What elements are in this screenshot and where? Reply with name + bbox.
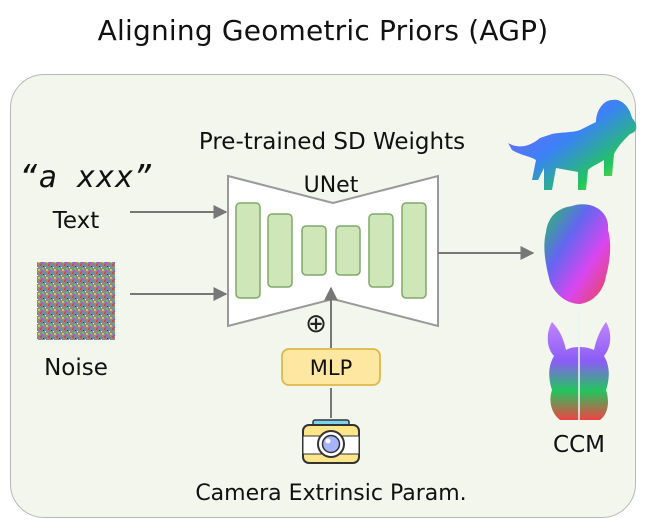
figure-title: Aligning Geometric Priors (AGP) xyxy=(97,14,549,47)
unet-label: UNet xyxy=(304,173,359,198)
camera-label: Camera Extrinsic Param. xyxy=(195,481,466,506)
head-shape xyxy=(544,204,611,304)
mlp-box xyxy=(281,348,381,386)
rabbit-shape xyxy=(547,312,611,420)
mlp-label: MLP xyxy=(310,356,352,380)
weights-label: Pre-trained SD Weights xyxy=(199,129,465,155)
unet-blocks xyxy=(235,202,427,299)
prompt-text: “a xxx” xyxy=(20,160,154,195)
dog-shape xyxy=(508,99,637,190)
text-label: Text xyxy=(52,208,100,234)
noise-label: Noise xyxy=(44,355,108,381)
output-label: CCM xyxy=(553,432,605,458)
camera-icon xyxy=(302,419,360,464)
add-symbol: ⊕ xyxy=(305,309,327,339)
noise-image xyxy=(37,262,115,340)
